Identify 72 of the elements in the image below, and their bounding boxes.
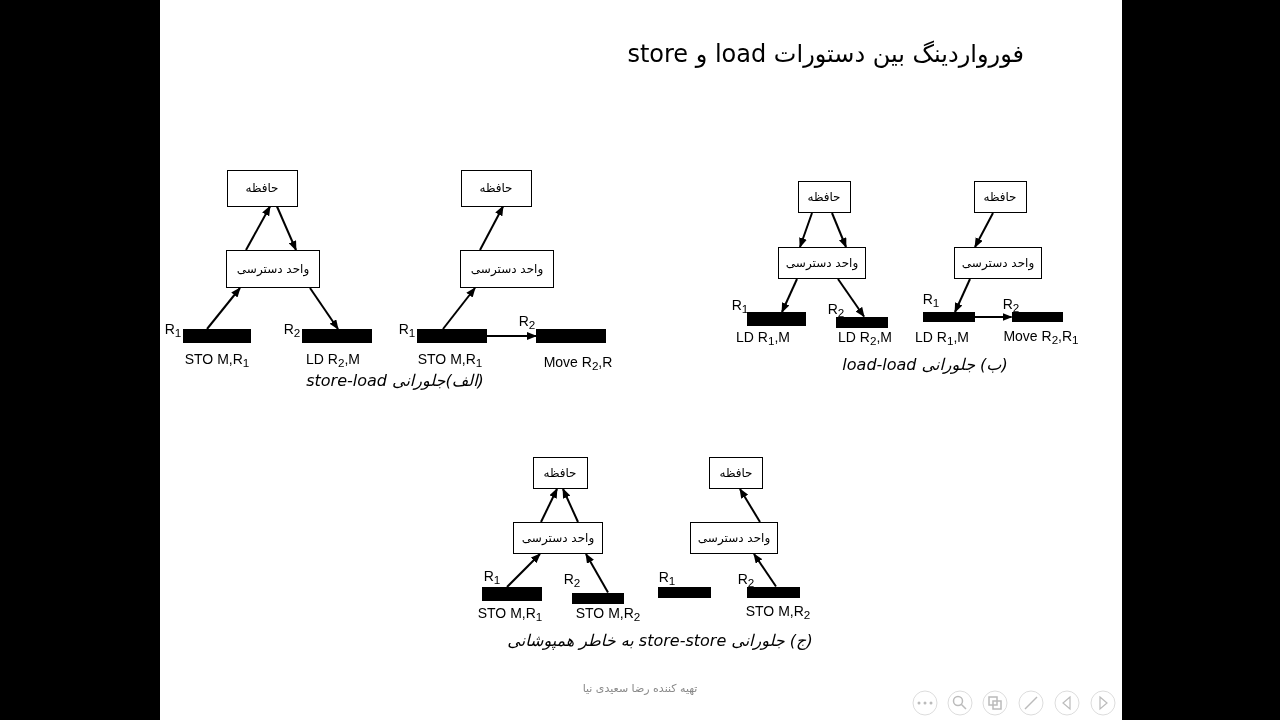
register-label: R$_{2}$ xyxy=(1002,295,1020,315)
arrow xyxy=(276,205,297,251)
instruction-label: LD R$_{1}$,M xyxy=(736,328,790,348)
arrow xyxy=(837,278,865,318)
access-unit-box: واحد دسترسی xyxy=(513,522,603,554)
register-bar xyxy=(572,592,624,604)
access-unit-box: واحد دسترسی xyxy=(778,247,866,279)
register-label: R$_{2}$ xyxy=(737,570,755,590)
memory-box: حافظه xyxy=(709,457,763,489)
access-unit-box: واحد دسترسی xyxy=(226,250,320,288)
arrow xyxy=(585,553,609,594)
register-label: R$_{1}$ xyxy=(922,290,940,310)
instruction-label: STO M,R$_{1}$ xyxy=(184,350,250,370)
access-unit-box: واحد دسترسی xyxy=(690,522,778,554)
register-label: R$_{2}$ xyxy=(563,570,581,590)
memory-box: حافظه xyxy=(226,169,298,207)
register-label: R$_{1}$ xyxy=(164,320,182,340)
memory-box: حافظه xyxy=(973,181,1027,213)
arrow xyxy=(974,313,1013,321)
arrow xyxy=(831,212,847,248)
arrow xyxy=(974,212,994,248)
register-bar xyxy=(536,329,606,343)
register-bar xyxy=(482,587,542,601)
caption: (الف)جلورانی store-load xyxy=(306,370,484,390)
register-label: R$_{2}$ xyxy=(518,312,536,332)
register-bar xyxy=(302,329,372,343)
instruction-label: LD R$_{2}$,M xyxy=(838,328,892,348)
caption: (ج) جلورانی store-store به خاطر همپوشانی xyxy=(507,630,813,650)
register-bar xyxy=(746,586,800,598)
arrow xyxy=(799,212,813,248)
arrow xyxy=(753,553,777,588)
arrow xyxy=(206,287,241,330)
instruction-label: STO M,R$_{2}$ xyxy=(745,602,811,622)
arrow xyxy=(442,287,476,330)
instruction-label: Move R$_{2}$,R$_{1}$ xyxy=(1003,327,1079,347)
arrow xyxy=(739,488,761,523)
register-bar xyxy=(657,586,711,598)
register-bar xyxy=(1011,312,1063,322)
footer-text: تهیه کننده رضا سعیدی نیا xyxy=(582,681,698,695)
arrow xyxy=(540,488,558,523)
instruction-label: STO M,R$_{2}$ xyxy=(575,604,641,624)
access-unit-box: واحد دسترسی xyxy=(460,250,554,288)
arrow xyxy=(309,287,339,330)
caption: (ب) جلورانی load-load xyxy=(842,354,1008,374)
instruction-label: LD R$_{1}$,M xyxy=(915,328,969,348)
arrow xyxy=(562,488,579,523)
arrow xyxy=(781,278,798,313)
register-label: R$_{1}$ xyxy=(658,568,676,588)
register-label: R$_{1}$ xyxy=(731,296,749,316)
arrow xyxy=(479,205,504,251)
register-label: R$_{2}$ xyxy=(283,320,301,340)
register-label: R$_{1}$ xyxy=(398,320,416,340)
register-bar xyxy=(746,312,806,326)
instruction-label: STO M,R$_{1}$ xyxy=(417,350,483,370)
arrow xyxy=(486,332,537,340)
register-bar xyxy=(183,329,251,343)
register-label: R$_{2}$ xyxy=(827,300,845,320)
register-bar xyxy=(417,329,487,343)
instruction-label: LD R$_{2}$,M xyxy=(306,350,360,370)
arrow xyxy=(506,553,541,588)
access-unit-box: واحد دسترسی xyxy=(954,247,1042,279)
memory-box: حافظه xyxy=(797,181,851,213)
instruction-label: STO M,R$_{1}$ xyxy=(477,604,543,624)
memory-box: حافظه xyxy=(532,457,588,489)
memory-box: حافظه xyxy=(460,169,532,207)
register-bar xyxy=(923,312,975,322)
instruction-label: Move R$_{2}$,R xyxy=(543,353,613,373)
register-label: R$_{1}$ xyxy=(483,567,501,587)
register-bar xyxy=(836,316,888,328)
arrow xyxy=(954,278,971,313)
arrow xyxy=(245,205,271,251)
title: فورواردینگ بین دستورات load و store xyxy=(627,40,1024,68)
